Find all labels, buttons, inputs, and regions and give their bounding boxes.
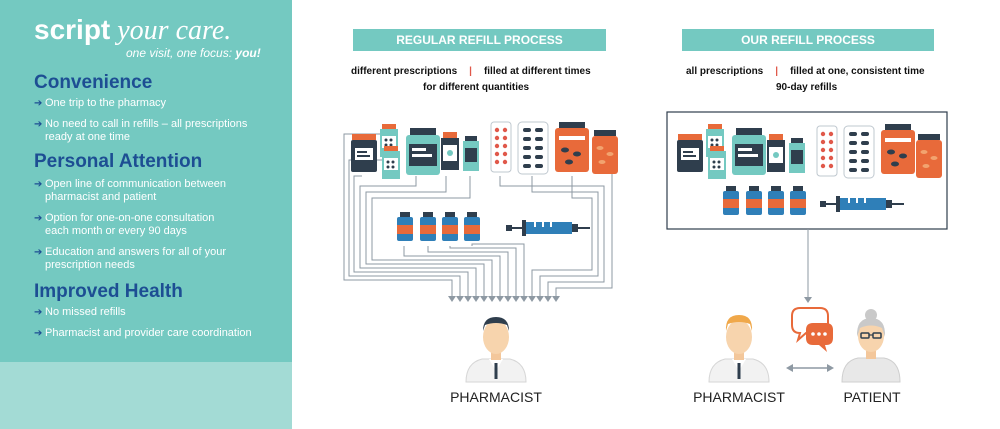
arrow-icon: ➔	[34, 119, 43, 130]
our-pharmacist-avatar	[708, 315, 770, 383]
section-title-convenience: Convenience	[34, 72, 153, 93]
our-process-desc-line1: all prescriptions|filled at one, consist…	[686, 66, 925, 77]
regular-process-heading: REGULAR REFILL PROCESS	[353, 29, 606, 51]
brand-logo: script your care.	[34, 14, 232, 46]
our-pharmacist-label: PHARMACIST	[693, 389, 785, 405]
regular-pharmacist-label: PHARMACIST	[450, 389, 542, 405]
regular-process-desc-line2: for different quantities	[423, 82, 530, 93]
our-process-heading: OUR REFILL PROCESS	[682, 29, 934, 51]
regular-process-desc-line1: different prescriptions|filled at differ…	[351, 66, 591, 77]
list-item: ➔No missed refills	[34, 306, 126, 318]
arrow-icon: ➔	[34, 307, 43, 318]
our-arrowhead	[804, 297, 812, 303]
chat-bubbles-icon	[791, 307, 833, 352]
patient-label: PATIENT	[843, 389, 901, 405]
arrow-icon: ➔	[34, 328, 43, 339]
left-panel-footer	[0, 362, 292, 429]
brand-tagline: one visit, one focus: you!	[126, 46, 261, 60]
left-panel: script your care. one visit, one focus: …	[0, 0, 292, 429]
list-item: ➔Pharmacist and provider care coordinati…	[34, 327, 252, 339]
double-arrow-icon	[786, 364, 834, 372]
patient-avatar	[841, 309, 901, 383]
our-medications-box	[666, 111, 948, 230]
arrow-icon: ➔	[34, 247, 43, 258]
our-medications	[677, 124, 942, 215]
our-process-desc-line2: 90-day refills	[776, 82, 838, 93]
list-item: ➔No need to call in refills – all prescr…	[34, 118, 248, 143]
arrow-icon: ➔	[34, 213, 43, 224]
section-title-improved-health: Improved Health	[34, 281, 183, 302]
regular-arrowheads	[448, 296, 560, 302]
arrow-icon: ➔	[34, 98, 43, 109]
regular-medications	[351, 121, 618, 241]
regular-pharmacist-avatar	[465, 317, 527, 383]
list-item: ➔One trip to the pharmacy	[34, 97, 167, 109]
section-title-personal-attention: Personal Attention	[34, 151, 203, 172]
arrow-icon: ➔	[34, 179, 43, 190]
